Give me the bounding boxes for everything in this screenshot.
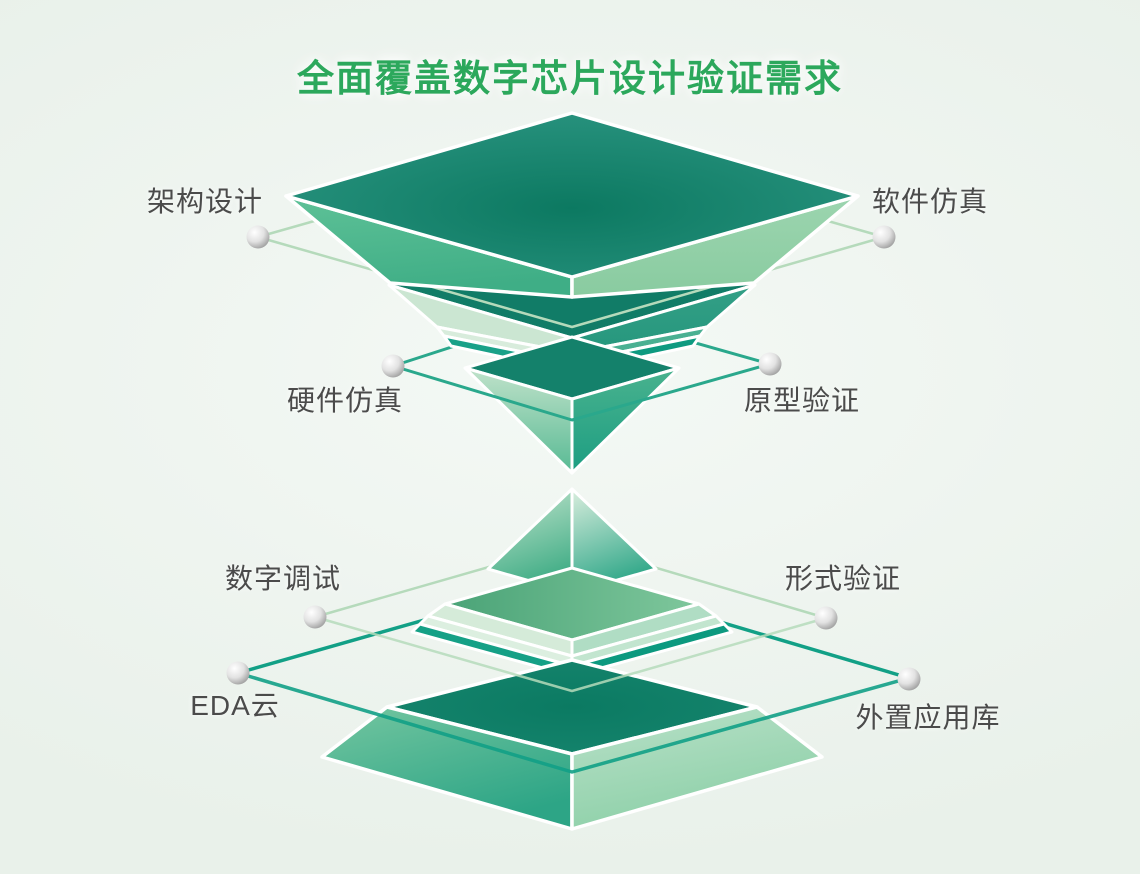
marker-sphere-prototype-verification	[758, 352, 782, 376]
marker-spheres	[226, 225, 921, 691]
label-software-simulation: 软件仿真	[871, 186, 989, 217]
connector-hardware-prototype-front	[392, 362, 771, 422]
marker-sphere-digital-debug	[303, 605, 327, 629]
connector-debug-formal-front	[314, 615, 827, 693]
label-eda-cloud: EDA云	[190, 690, 280, 721]
label-formal-verification: 形式验证	[784, 563, 902, 594]
bottom-pyramid-layer6-right-face	[570, 705, 824, 831]
label-hardware-emulation: 硬件仿真	[286, 385, 404, 416]
label-digital-debug: 数字调试	[224, 563, 342, 594]
top-pyramid-layer1-top-face	[284, 111, 860, 279]
marker-sphere-architecture-design	[246, 225, 270, 249]
label-architecture-design: 架构设计	[146, 186, 264, 217]
marker-sphere-external-app-library	[897, 667, 921, 691]
label-external-app-library: 外置应用库	[855, 702, 1001, 733]
marker-sphere-software-simulation	[872, 225, 896, 249]
top-pyramid-layer3-right-face	[570, 366, 681, 475]
connector-architecture-software-front	[257, 235, 885, 329]
marker-sphere-formal-verification	[814, 606, 838, 630]
marker-sphere-eda-cloud	[226, 661, 250, 685]
marker-sphere-hardware-emulation	[381, 354, 405, 378]
page-title: 全面覆盖数字芯片设计验证需求	[297, 58, 843, 99]
connector-cloud-library-front	[237, 671, 910, 774]
label-prototype-verification: 原型验证	[743, 385, 861, 416]
